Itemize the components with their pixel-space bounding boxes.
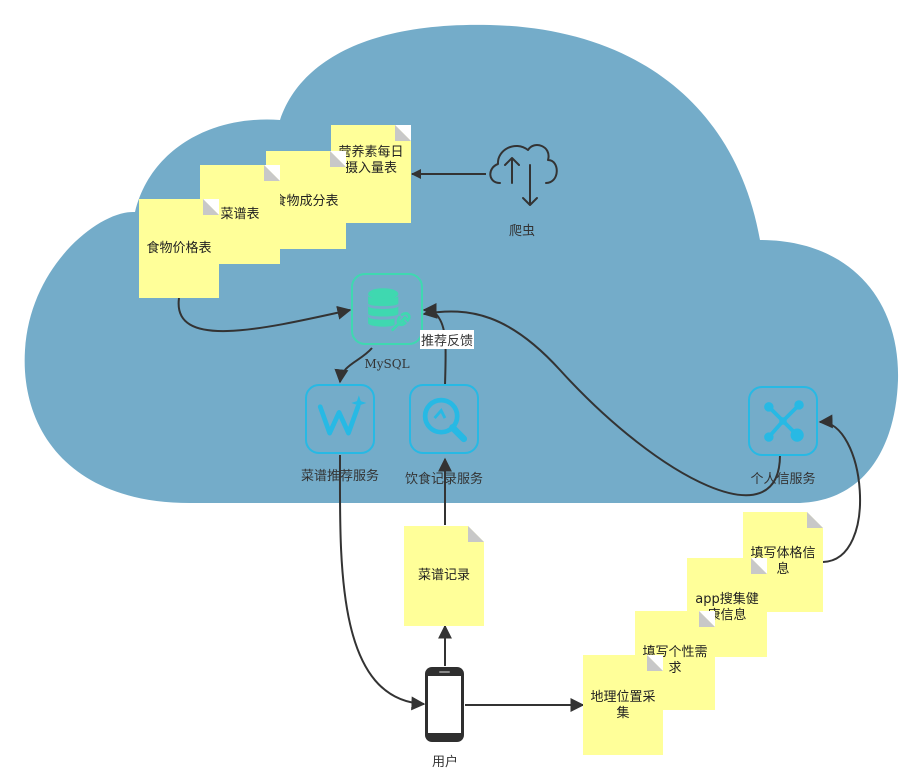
note-text: 食物成分表: [273, 193, 339, 209]
user-label: 用户: [431, 755, 458, 770]
recipe-service-to-user-arrow: [338, 454, 426, 711]
diet-record-service[interactable]: [409, 384, 479, 454]
cloud-upload-download-icon: [489, 144, 558, 206]
note-text: 营养素每日摄入量表: [338, 145, 404, 177]
personal-service-to-mysql-arrow: [422, 304, 781, 497]
note-text: 填写体格信息: [750, 546, 816, 577]
note-text: 菜谱表: [220, 207, 260, 223]
fill-body-to-personal-service-arrow: [818, 414, 861, 563]
mysql-database[interactable]: [351, 273, 423, 345]
personal-service-label: 个人信服务: [750, 472, 816, 487]
cloud-shape: [24, 24, 899, 503]
crawler-label: 爬虫: [508, 224, 535, 239]
note-recipe-record: 菜谱记录: [404, 526, 484, 626]
note-text: app搜集健康信息: [695, 591, 759, 623]
feedback-label: 推荐反馈: [420, 330, 475, 349]
food-price-to-mysql-arrow: [177, 297, 352, 332]
mysql-to-recipe-service-arrow: [334, 347, 373, 384]
network-hub-icon: [764, 400, 804, 442]
note-text: 菜谱记录: [417, 568, 470, 583]
note-text: 地理位置采集: [590, 690, 656, 721]
mysql-label: MySQL: [364, 357, 410, 371]
note-fill-personal: 填写个性需求: [635, 611, 715, 710]
w-sparkle-icon: [317, 395, 367, 436]
note-food-price: 食物价格表: [139, 199, 219, 298]
note-app-health: app搜集健康信息: [687, 558, 767, 657]
note-geo-collect: 地理位置采集: [583, 655, 663, 755]
note-text: 食物价格表: [146, 241, 212, 257]
recipe-recommend-service[interactable]: [305, 384, 375, 454]
database-wrench-icon: [368, 288, 411, 332]
search-clock-icon: [422, 397, 468, 443]
personal-info-service[interactable]: [748, 386, 818, 456]
smartphone-icon[interactable]: [424, 666, 465, 743]
recipe-service-label: 菜谱推荐服务: [300, 469, 379, 484]
diet-service-label: 饮食记录服务: [404, 472, 483, 487]
